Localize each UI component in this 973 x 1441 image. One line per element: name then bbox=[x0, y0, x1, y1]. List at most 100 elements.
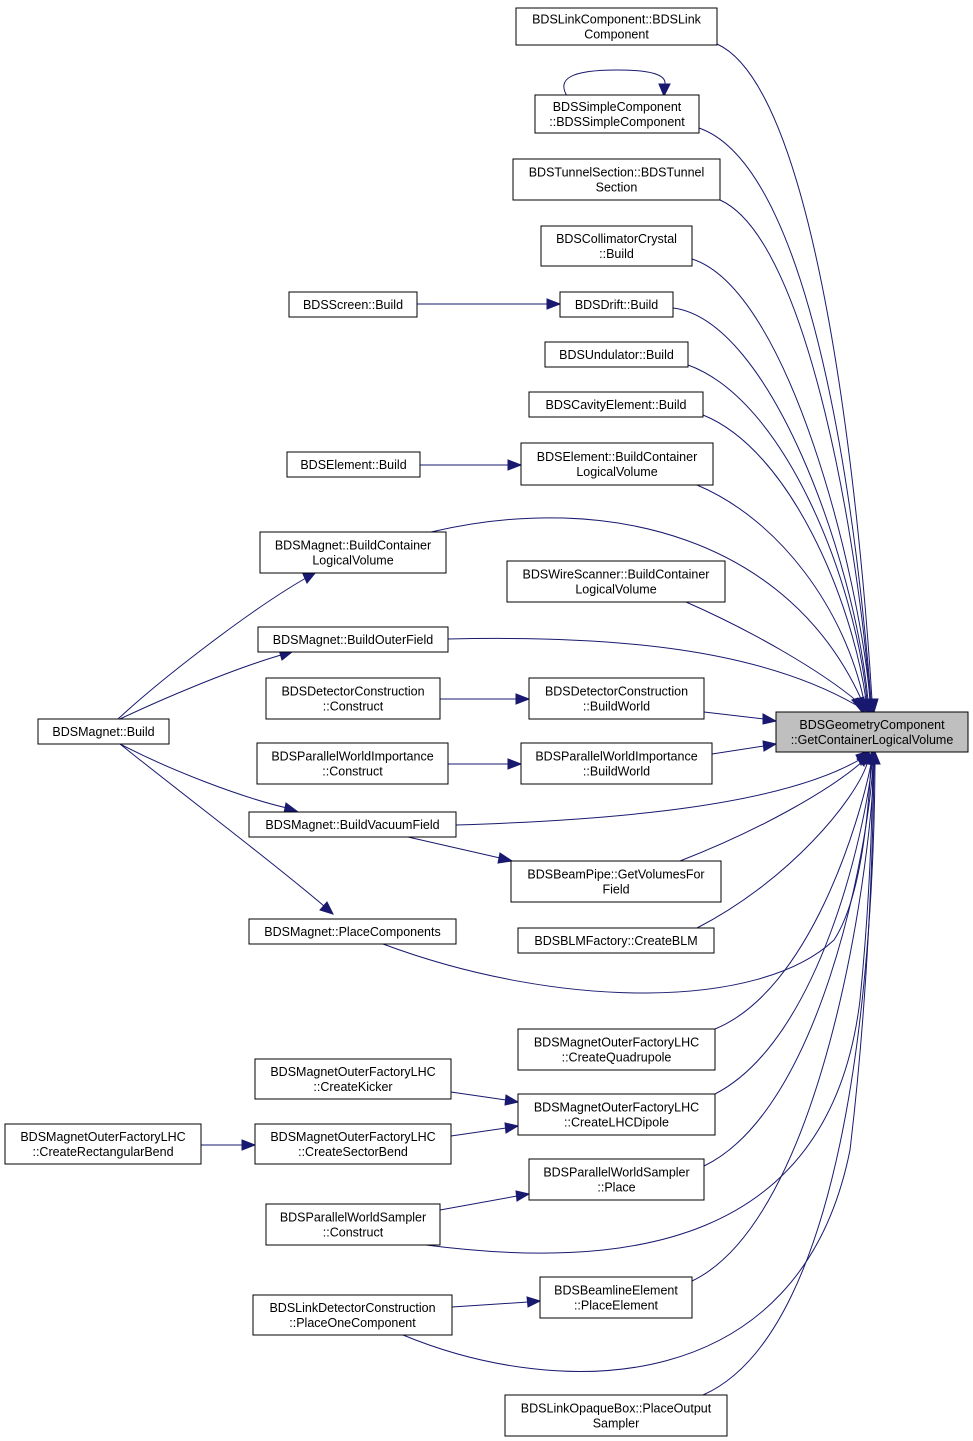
node-outer-lhc-create-lhc-dipole[interactable]: BDSMagnetOuterFactoryLHC::CreateLHCDipol… bbox=[517, 1093, 716, 1136]
node-box bbox=[775, 711, 969, 753]
edge-line bbox=[119, 743, 288, 809]
node-magnet-build[interactable]: BDSMagnet::Build bbox=[37, 718, 170, 745]
edge-line bbox=[714, 763, 872, 1030]
node-box bbox=[265, 677, 441, 720]
node-outer-lhc-create-sector-bend[interactable]: BDSMagnetOuterFactoryLHC::CreateSectorBe… bbox=[254, 1123, 452, 1165]
node-pw-importance-build-world[interactable]: BDSParallelWorldImportance::BuildWorld bbox=[520, 742, 713, 785]
node-blm-factory-create[interactable]: BDSBLMFactory::CreateBLM bbox=[517, 927, 715, 954]
arrowhead-icon bbox=[762, 740, 778, 752]
node-box bbox=[539, 1276, 693, 1319]
edge-line bbox=[402, 763, 875, 1372]
node-tunnel-section[interactable]: BDSTunnelSection::BDSTunnelSection bbox=[512, 158, 721, 201]
node-box bbox=[248, 918, 457, 945]
node-undulator-build[interactable]: BDSUndulator::Build bbox=[544, 341, 689, 368]
edge-line bbox=[430, 517, 863, 702]
node-box bbox=[252, 1294, 453, 1336]
node-pw-sampler-place[interactable]: BDSParallelWorldSampler::Place bbox=[528, 1158, 705, 1201]
node-label: ::CreateLHCDipole bbox=[564, 1116, 669, 1130]
node-outer-lhc-create-rect-bend[interactable]: BDSMagnetOuterFactoryLHC::CreateRectangu… bbox=[4, 1123, 202, 1165]
edge-line bbox=[711, 745, 765, 755]
node-label: ::BuildWorld bbox=[583, 700, 650, 714]
node-label: BDSMagnet::BuildOuterField bbox=[273, 633, 434, 647]
node-magnet-build-vacuum-field[interactable]: BDSMagnet::BuildVacuumField bbox=[248, 811, 457, 838]
arrowhead-icon bbox=[507, 459, 523, 471]
node-outer-lhc-create-kicker[interactable]: BDSMagnetOuterFactoryLHC::CreateKicker bbox=[254, 1058, 452, 1100]
node-link-detector-place-one[interactable]: BDSLinkDetectorConstruction::PlaceOneCom… bbox=[252, 1294, 453, 1336]
node-label: BDSLinkOpaqueBox::PlaceOutput bbox=[521, 1402, 712, 1416]
node-link-component[interactable]: BDSLinkComponent::BDSLinkComponent bbox=[515, 7, 718, 46]
edge-line bbox=[716, 43, 873, 701]
node-detector-construction-construct[interactable]: BDSDetectorConstruction::Construct bbox=[265, 677, 441, 720]
node-box bbox=[520, 442, 714, 486]
arrowhead-icon bbox=[868, 750, 881, 765]
arrowhead-icon bbox=[507, 758, 523, 770]
node-cavity-element-build[interactable]: BDSCavityElement::Build bbox=[528, 391, 704, 418]
node-label: BDSParallelWorldImportance bbox=[535, 750, 697, 764]
node-box bbox=[504, 1394, 728, 1437]
node-pw-importance-construct[interactable]: BDSParallelWorldImportance::Construct bbox=[256, 742, 449, 785]
edge-link-detector-place-one-to-beamline-element-place bbox=[451, 1296, 542, 1308]
node-element-build[interactable]: BDSElement::Build bbox=[286, 451, 421, 478]
node-box bbox=[517, 1028, 716, 1071]
node-label: BDSParallelWorldSampler bbox=[280, 1211, 426, 1225]
node-label: BDSMagnetOuterFactoryLHC bbox=[534, 1036, 699, 1050]
focus-node[interactable]: BDSGeometryComponent::GetContainerLogica… bbox=[775, 711, 969, 753]
node-wire-scanner-build-container[interactable]: BDSWireScanner::BuildContainerLogicalVol… bbox=[506, 560, 726, 603]
node-label: ::Construct bbox=[323, 1226, 384, 1240]
node-label: LogicalVolume bbox=[576, 465, 657, 479]
node-beamline-element-place[interactable]: BDSBeamlineElement::PlaceElement bbox=[539, 1276, 693, 1319]
edge-beamline-element-place-to-target bbox=[691, 750, 880, 1282]
arrowhead-icon bbox=[515, 1190, 531, 1202]
node-box bbox=[37, 718, 170, 745]
edge-detector-construction-build-world-to-target bbox=[703, 711, 778, 725]
edge-line bbox=[447, 637, 857, 706]
node-label: ::Place bbox=[597, 1181, 635, 1195]
edge-screen-build-to-drift-build bbox=[417, 298, 562, 310]
node-label: BDSMagnetOuterFactoryLHC bbox=[270, 1130, 435, 1144]
node-detector-construction-build-world[interactable]: BDSDetectorConstruction::BuildWorld bbox=[528, 677, 705, 720]
node-magnet-build-outer-field[interactable]: BDSMagnet::BuildOuterField bbox=[257, 626, 449, 653]
node-magnet-place-components[interactable]: BDSMagnet::PlaceComponents bbox=[248, 918, 457, 945]
node-pw-sampler-construct[interactable]: BDSParallelWorldSampler::Construct bbox=[265, 1203, 441, 1246]
node-box bbox=[254, 1058, 452, 1100]
node-simple-component[interactable]: BDSSimpleComponent::BDSSimpleComponent bbox=[534, 94, 700, 134]
node-label: BDSElement::BuildContainer bbox=[537, 450, 698, 464]
node-box bbox=[256, 742, 449, 785]
node-label: BDSGeometryComponent bbox=[799, 718, 945, 732]
node-label: ::PlaceElement bbox=[574, 1299, 659, 1313]
edge-line bbox=[687, 364, 868, 701]
node-label: ::GetContainerLogicalVolume bbox=[791, 733, 954, 747]
edge-line bbox=[425, 763, 874, 1254]
edge-line bbox=[719, 199, 871, 701]
node-label: Sampler bbox=[593, 1417, 640, 1431]
node-label: BDSMagnetOuterFactoryLHC bbox=[534, 1101, 699, 1115]
edge-line bbox=[691, 763, 875, 1282]
node-box bbox=[534, 94, 700, 134]
node-label: ::BDSSimpleComponent bbox=[549, 115, 685, 129]
node-label: BDSMagnetOuterFactoryLHC bbox=[20, 1130, 185, 1144]
node-box bbox=[254, 1123, 452, 1165]
edge-line bbox=[672, 307, 869, 701]
node-collimator-crystal-build[interactable]: BDSCollimatorCrystal::Build bbox=[540, 225, 693, 267]
arrowhead-icon bbox=[515, 693, 531, 705]
node-label: BDSMagnet::BuildContainer bbox=[275, 539, 431, 553]
node-drift-build[interactable]: BDSDrift::Build bbox=[559, 291, 674, 318]
arrowhead-icon bbox=[302, 571, 318, 584]
node-box bbox=[265, 1203, 441, 1246]
node-outer-lhc-create-quadrupole[interactable]: BDSMagnetOuterFactoryLHC::CreateQuadrupo… bbox=[517, 1028, 716, 1071]
edge-magnet-build-outer-field-to-target bbox=[447, 637, 865, 713]
node-screen-build[interactable]: BDSScreen::Build bbox=[288, 291, 418, 318]
node-box bbox=[4, 1123, 202, 1165]
node-label: LogicalVolume bbox=[575, 583, 656, 597]
edge-line bbox=[698, 127, 872, 701]
edge-line bbox=[696, 763, 868, 929]
node-label: Field bbox=[602, 883, 629, 897]
edge-outer-lhc-create-rect-bend-to-outer-lhc-create-sector-bend bbox=[201, 1139, 257, 1151]
edge-pw-sampler-construct-to-pw-sampler-place bbox=[439, 1190, 531, 1211]
node-label: BDSElement::Build bbox=[300, 458, 406, 472]
edge-pw-sampler-place-to-target bbox=[703, 750, 879, 1167]
